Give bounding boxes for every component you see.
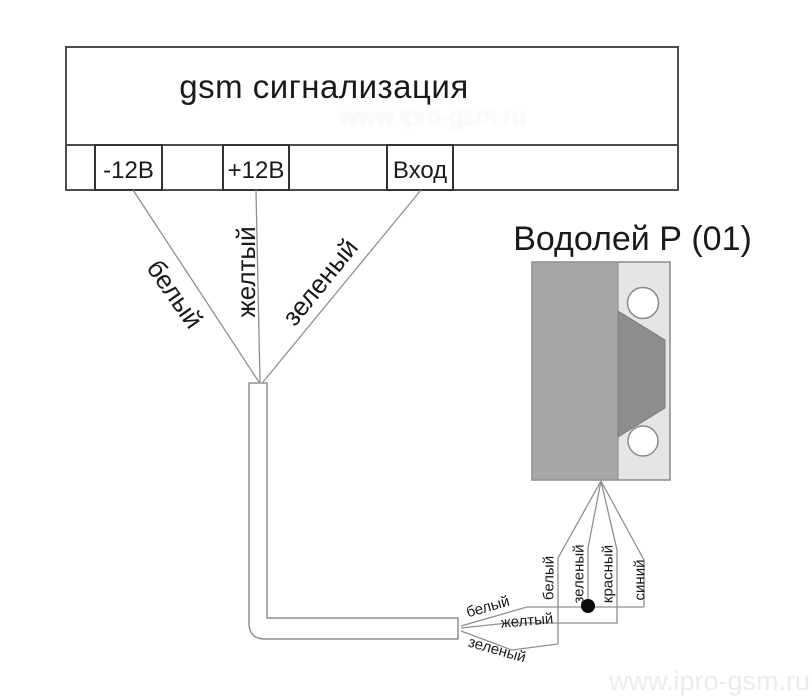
sensor-wire-label-white: белый [540, 555, 558, 601]
sensor-magnet-wedge [617, 310, 666, 438]
wire-blue-sensor [600, 480, 645, 607]
terminal-box-plus12v [222, 144, 290, 191]
sensor-screw-hole-top [626, 286, 660, 320]
terminal-label-plus12v: +12В [227, 157, 285, 184]
gsm-box-outline [65, 46, 679, 191]
gsm-box-title: gsm сигнализация [179, 68, 469, 105]
alarm-wire-label-yellow: желтый [231, 226, 261, 318]
wire-white-alarm [132, 189, 260, 383]
wire-white-cable [460, 606, 644, 627]
wire-green-cable [460, 630, 559, 651]
wire-white-sensor [557, 480, 602, 644]
cable [248, 382, 459, 640]
sensor-body-reed [531, 261, 619, 481]
wire-yellow-cable [460, 622, 618, 629]
sensor-wire-label-red: красный [599, 544, 617, 604]
site-watermark: www.ipro-gsm.ru [608, 666, 810, 696]
ghost-watermark: www.ipro-gsm.ru [339, 103, 527, 131]
terminal-label-input: Вход [392, 157, 448, 184]
wire-yellow-alarm [255, 189, 261, 383]
sensor-screw-hole-bottom [627, 425, 659, 457]
terminal-box-input [386, 144, 454, 191]
cable-wire-label-yellow: желтый [500, 610, 554, 632]
terminal-label-minus12v: -12В [103, 157, 154, 184]
terminal-box-minus12v [94, 144, 163, 191]
sensor-wire-label-green: зеленый [570, 544, 588, 604]
sensor-title: Водолей Р (01) [513, 220, 752, 258]
sensor-wire-label-blue: синий [631, 559, 649, 601]
wire-green-sensor [587, 480, 602, 606]
junction-dot [581, 599, 595, 613]
wire-red-sensor [600, 480, 618, 623]
wire-green-alarm [262, 189, 422, 383]
